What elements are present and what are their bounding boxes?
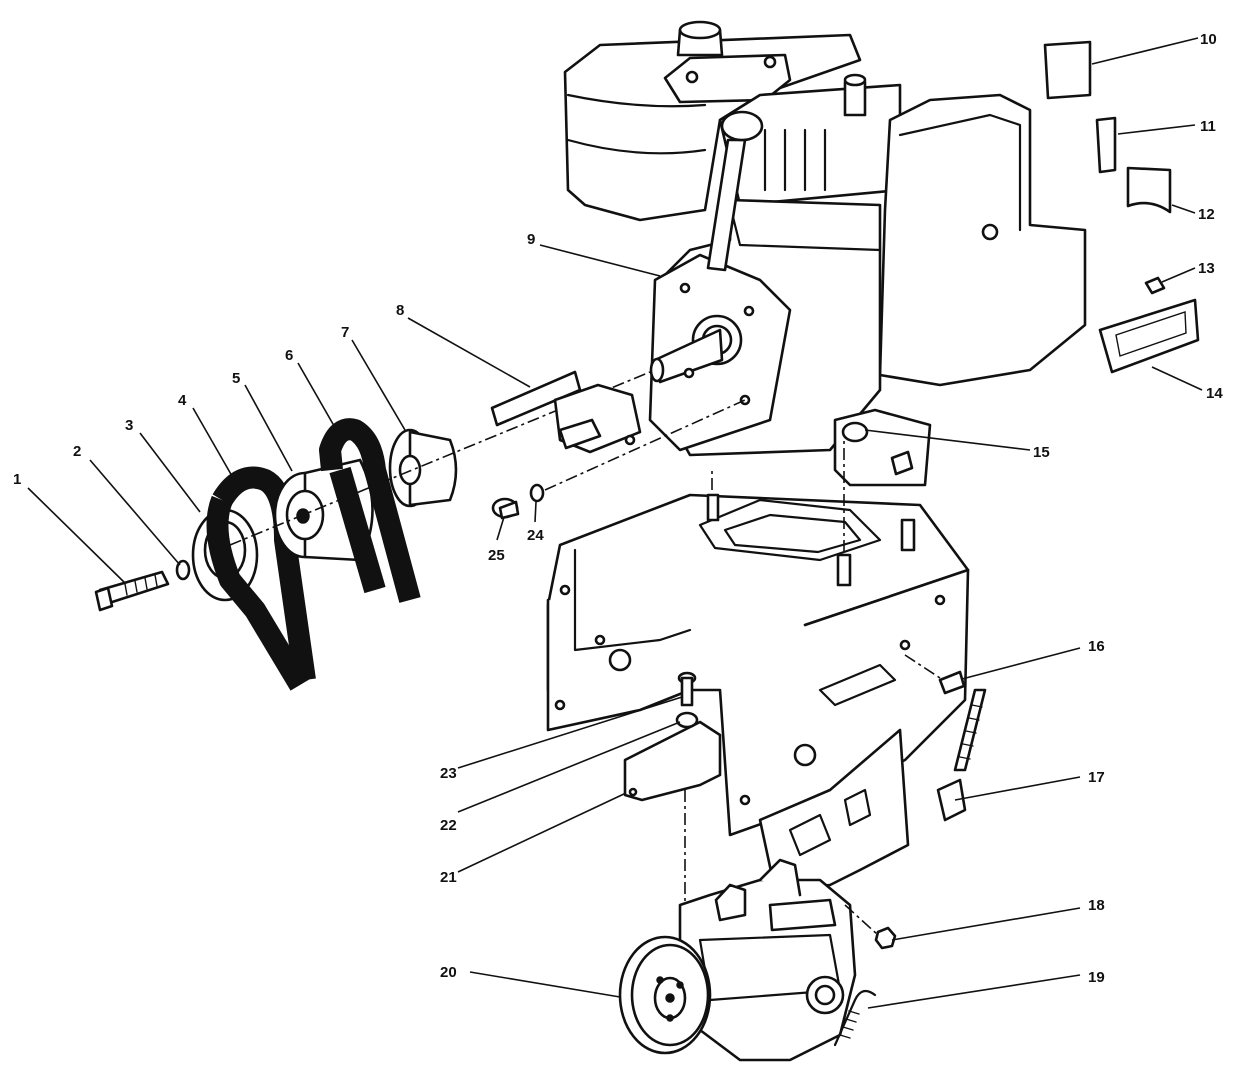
callout-10: 10 <box>1200 31 1217 48</box>
callout-9: 9 <box>527 231 535 248</box>
callout-4: 4 <box>178 392 187 409</box>
callout-19: 19 <box>1088 969 1105 986</box>
fitting-17 <box>936 688 987 822</box>
belt-6 <box>319 418 421 603</box>
washer-2 <box>175 559 191 581</box>
engine <box>563 20 1087 487</box>
callout-13: 13 <box>1198 260 1215 277</box>
pulley-20 <box>618 935 712 1055</box>
callout-24: 24 <box>527 527 544 544</box>
callout-22: 22 <box>440 817 457 834</box>
chassis-frame <box>546 440 970 837</box>
nut-18 <box>844 904 897 950</box>
callout-6: 6 <box>285 347 293 364</box>
transmission <box>678 858 857 1062</box>
callout-25: 25 <box>488 547 505 564</box>
decal-12 <box>1126 166 1172 214</box>
callout-labels: 1 2 3 4 5 6 7 8 9 10 11 12 13 14 15 16 1… <box>13 31 1223 986</box>
callout-5: 5 <box>232 370 240 387</box>
callout-1: 1 <box>13 471 21 488</box>
bolt-1 <box>94 570 170 612</box>
decal-10 <box>1043 40 1092 100</box>
pulley-7 <box>388 428 458 508</box>
leader-lines <box>27 37 1203 1009</box>
callout-16: 16 <box>1088 638 1105 655</box>
bracket-21 <box>623 720 722 905</box>
callout-11: 11 <box>1200 118 1216 135</box>
screw-16 <box>904 654 966 695</box>
callout-15: 15 <box>1033 444 1050 461</box>
plate-14 <box>1098 298 1200 374</box>
washer-24 <box>529 483 545 503</box>
bolt-25 <box>491 497 520 520</box>
callout-2: 2 <box>73 443 81 460</box>
callout-17: 17 <box>1088 769 1105 786</box>
bracket-8 <box>490 370 642 454</box>
callout-21: 21 <box>440 869 457 886</box>
callout-14: 14 <box>1206 385 1223 402</box>
shaft-axis <box>229 369 656 546</box>
spring-19 <box>833 989 877 1047</box>
callout-18: 18 <box>1088 897 1105 914</box>
callout-7: 7 <box>341 324 349 341</box>
bolt-23 <box>677 671 697 707</box>
callout-8: 8 <box>396 302 404 319</box>
callout-12: 12 <box>1198 206 1215 223</box>
callout-3: 3 <box>125 417 133 434</box>
washer-22 <box>675 711 699 729</box>
callout-20: 20 <box>440 964 457 981</box>
screw-13 <box>1144 276 1166 295</box>
callout-23: 23 <box>440 765 457 782</box>
decal-11 <box>1095 116 1117 174</box>
